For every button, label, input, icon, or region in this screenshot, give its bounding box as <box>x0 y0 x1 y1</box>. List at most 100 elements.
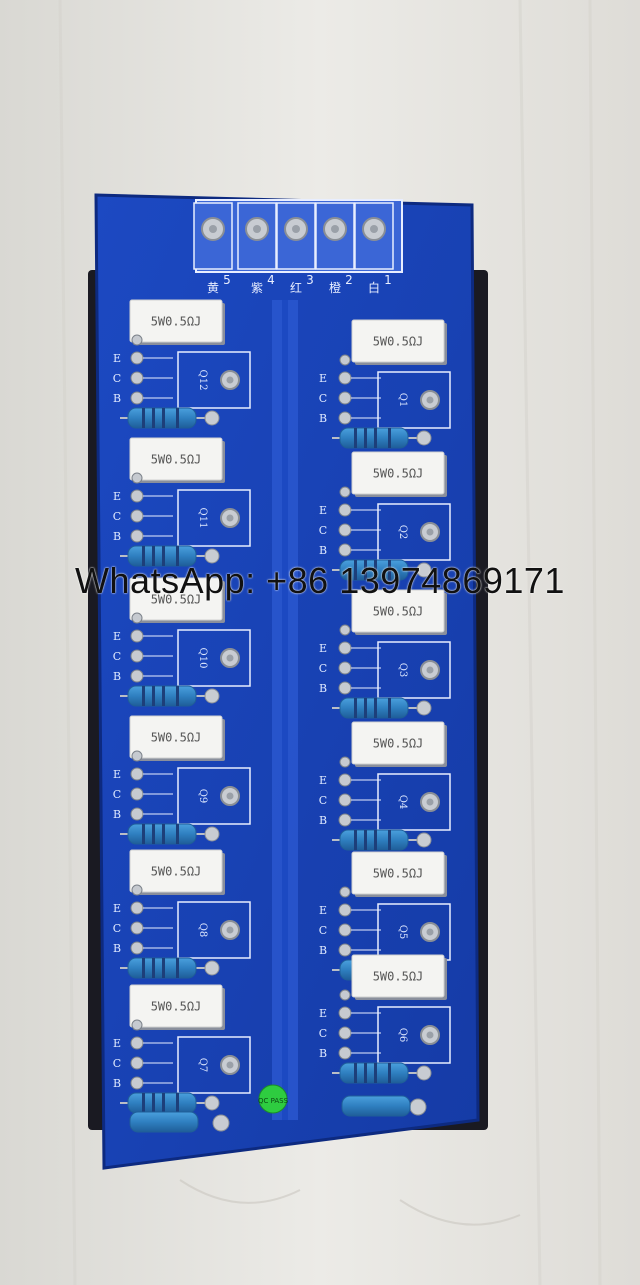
solder-pad-icon <box>130 807 144 821</box>
solder-pad-icon <box>338 1046 352 1060</box>
pin-letter-label: E <box>113 902 121 915</box>
bottom-blue-resistor <box>129 1111 199 1133</box>
resistor-band <box>152 686 155 706</box>
resistor-band <box>374 698 377 718</box>
solder-pad-icon <box>130 941 144 955</box>
ceramic-resistor <box>129 299 223 343</box>
solder-pad-icon <box>130 629 144 643</box>
solder-pad-icon <box>204 960 220 976</box>
pin-letter-label: E <box>319 642 327 655</box>
ceramic-resistor <box>129 437 223 481</box>
transistor-ref-label: Q3 <box>397 663 408 678</box>
solder-pad-icon <box>338 391 352 405</box>
transistor-outline <box>177 1036 251 1094</box>
resistor-value-label: 5W0.5ΩJ <box>151 1000 202 1014</box>
resistor-band <box>354 830 357 850</box>
pin-letter-label: C <box>113 1057 121 1070</box>
screw-head-icon <box>209 225 217 233</box>
screw-hole-icon <box>426 666 434 674</box>
solder-pad-icon <box>338 1026 352 1040</box>
pin-letter-label: E <box>113 1037 121 1050</box>
solder-pad-icon <box>130 767 144 781</box>
transistor-outline <box>177 629 251 687</box>
resistor-band <box>388 428 391 448</box>
qc-sticker-text: QC PASS <box>258 1097 289 1105</box>
screw-hole-icon <box>226 376 234 384</box>
resistor-band <box>354 560 357 580</box>
transistor-ref-label: Q2 <box>397 525 408 540</box>
transistor-ref-label: Q6 <box>397 1028 408 1043</box>
pin-letter-label: E <box>113 630 121 643</box>
pin-letter-label: C <box>319 794 327 807</box>
resistor-band <box>152 546 155 566</box>
bottom-solder-pad-icon <box>212 1114 230 1132</box>
resistor-band <box>364 698 367 718</box>
pin-letter-label: C <box>113 372 121 385</box>
resistor-band <box>162 1093 165 1113</box>
pin-letter-label: E <box>319 372 327 385</box>
resistor-band <box>176 824 179 844</box>
solder-pad-icon <box>338 813 352 827</box>
pin-letter-label: E <box>319 1007 327 1020</box>
solder-pad-icon <box>130 921 144 935</box>
transistor-outline <box>177 489 251 547</box>
solder-pad-icon <box>131 884 143 896</box>
solder-pad-icon <box>338 1006 352 1020</box>
resistor-band <box>364 560 367 580</box>
connector-slot <box>193 202 233 270</box>
solder-pad-icon <box>338 681 352 695</box>
resistor-band <box>176 686 179 706</box>
solder-pad-icon <box>338 523 352 537</box>
solder-pad-icon <box>338 923 352 937</box>
pin-letter-label: C <box>113 510 121 523</box>
transistor-ref-label: Q12 <box>197 370 208 391</box>
solder-pad-icon <box>204 410 220 426</box>
resistor-band <box>152 824 155 844</box>
resistor-band <box>354 698 357 718</box>
pin-letter-label: C <box>319 392 327 405</box>
solder-pad-icon <box>130 649 144 663</box>
transistor-ref-label: Q11 <box>197 508 208 529</box>
transistor-outline <box>177 351 251 409</box>
pin-letter-label: E <box>319 504 327 517</box>
screw-hole-icon <box>226 654 234 662</box>
solder-pad-icon <box>338 543 352 557</box>
ceramic-resistor <box>129 577 223 621</box>
pin-letter-label: B <box>319 1047 327 1060</box>
transistor-ref-label: Q7 <box>197 1058 208 1073</box>
solder-pad-icon <box>131 612 143 624</box>
ceramic-resistor <box>129 849 223 893</box>
resistor-band <box>388 1063 391 1083</box>
pin-letter-label: E <box>113 768 121 781</box>
resistor-band <box>142 1093 145 1113</box>
resistor-band <box>162 824 165 844</box>
resistor-band <box>374 428 377 448</box>
solder-pad-icon <box>338 661 352 675</box>
solder-pad-icon <box>130 529 144 543</box>
resistor-value-label: 5W0.5ΩJ <box>373 605 424 619</box>
solder-pad-icon <box>130 1076 144 1090</box>
solder-pad-icon <box>130 489 144 503</box>
resistor-value-label: 5W0.5ΩJ <box>151 865 202 879</box>
resistor-band <box>388 830 391 850</box>
solder-pad-icon <box>339 354 351 366</box>
solder-pad-icon <box>339 989 351 1001</box>
screw-hole-icon <box>226 1061 234 1069</box>
transistor-outline <box>177 767 251 825</box>
solder-pad-icon <box>338 503 352 517</box>
pin-letter-label: C <box>113 650 121 663</box>
solder-pad-icon <box>130 787 144 801</box>
pin-letter-label: B <box>113 392 121 405</box>
solder-pad-icon <box>204 1095 220 1111</box>
transistor-ref-label: Q10 <box>197 648 208 669</box>
connector-silk-label: 黄 <box>207 281 219 295</box>
solder-pad-icon <box>339 886 351 898</box>
resistor-value-label: 5W0.5ΩJ <box>151 731 202 745</box>
transistor-outline <box>377 1006 451 1064</box>
screw-hole-icon <box>426 928 434 936</box>
